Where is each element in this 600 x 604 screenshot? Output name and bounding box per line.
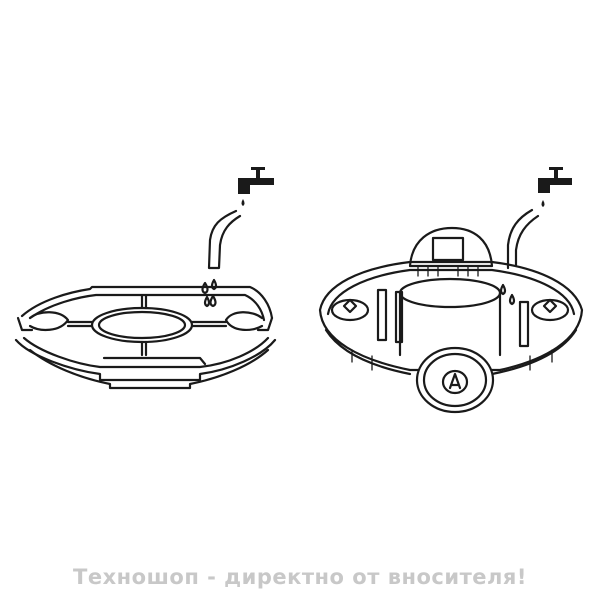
water-tap-icon xyxy=(238,167,274,194)
water-tap-icon xyxy=(538,167,572,193)
watermark-text: Техношоп - директно от вносителя! xyxy=(73,565,527,589)
left-panel-tray xyxy=(14,167,277,390)
water-drop-icon xyxy=(241,199,245,206)
right-panel-reservoir xyxy=(318,167,584,414)
water-drop-icon xyxy=(541,200,545,207)
